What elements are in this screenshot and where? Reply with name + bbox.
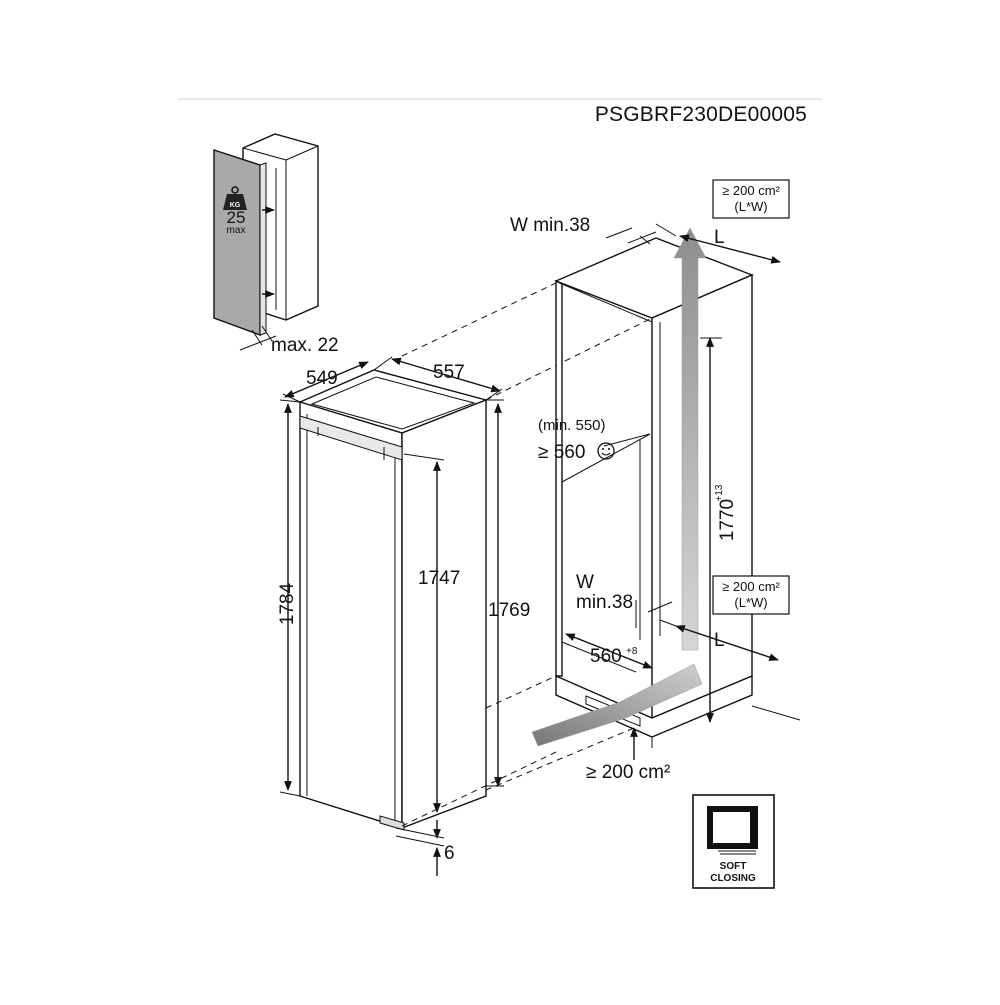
appliance-width-label: 557 (433, 362, 465, 383)
niche-left-wall (555, 279, 563, 677)
door-panel-detail: KG 25 max max. 22 (213, 133, 339, 356)
weight-icon (223, 186, 247, 210)
niche-right-wall (651, 273, 753, 720)
niche-width-tolerance: +8 (626, 646, 638, 657)
appliance-depth-label: 549 (306, 368, 338, 389)
appliance-side (401, 398, 487, 830)
niche-bottom-gap-label-w: W (576, 572, 594, 593)
niche-top-gap-label: W min.38 (510, 215, 590, 236)
vent-top-box (712, 179, 790, 219)
smiley-icon (597, 442, 615, 460)
soft-closing-icon (707, 806, 758, 855)
vent-top-formula: (L*W) (734, 199, 767, 214)
niche-min-depth-label: (min. 550) (538, 417, 606, 434)
niche-bottom-gap-label-min: min.38 (576, 592, 633, 613)
soft-closing-line1: SOFT (720, 861, 747, 872)
niche-drawing: ≥ 200 cm² (L*W) W min.38 L (min. 550) ≥ … (510, 179, 801, 783)
appliance-drawing: 549 557 1784 1747 1769 6 (277, 356, 530, 876)
door-thickness-label: max. 22 (271, 335, 339, 356)
weight-icon-text: KG (230, 202, 241, 209)
vent-mid-area: ≥ 200 cm² (722, 579, 780, 594)
document-code: PSGBRF230DE00005 (595, 103, 807, 126)
niche-height-tolerance: +13 (714, 484, 725, 501)
niche-length-top-label: L (714, 227, 725, 248)
vent-mid-formula: (L*W) (734, 595, 767, 610)
soft-closing-line2: CLOSING (710, 873, 756, 884)
appliance-top-hinge (299, 415, 403, 461)
airflow-in-arrow (531, 663, 703, 747)
appliance-height-total-label: 1784 (277, 582, 298, 625)
weight-value: 25 (227, 208, 246, 227)
niche-width-label: 560 (590, 646, 622, 667)
door-panel-face (213, 149, 261, 337)
vent-mid-box (712, 575, 790, 615)
appliance-height-door-label: 1747 (418, 568, 460, 589)
appliance-bottom-gap-label: 6 (444, 843, 455, 864)
projection-lines (401, 282, 653, 827)
niche-height-label: 1770 (717, 499, 738, 541)
weight-unit: max (227, 225, 246, 236)
vent-bottom-area: ≥ 200 cm² (586, 762, 670, 783)
niche-depth-label: ≥ 560 (538, 442, 585, 463)
soft-closing-badge: SOFT CLOSING (692, 794, 775, 889)
appliance-front (299, 401, 403, 829)
vent-top-area: ≥ 200 cm² (722, 183, 780, 198)
appliance-height-body-label: 1769 (488, 600, 530, 621)
niche-length-bottom-label: L (714, 630, 725, 651)
